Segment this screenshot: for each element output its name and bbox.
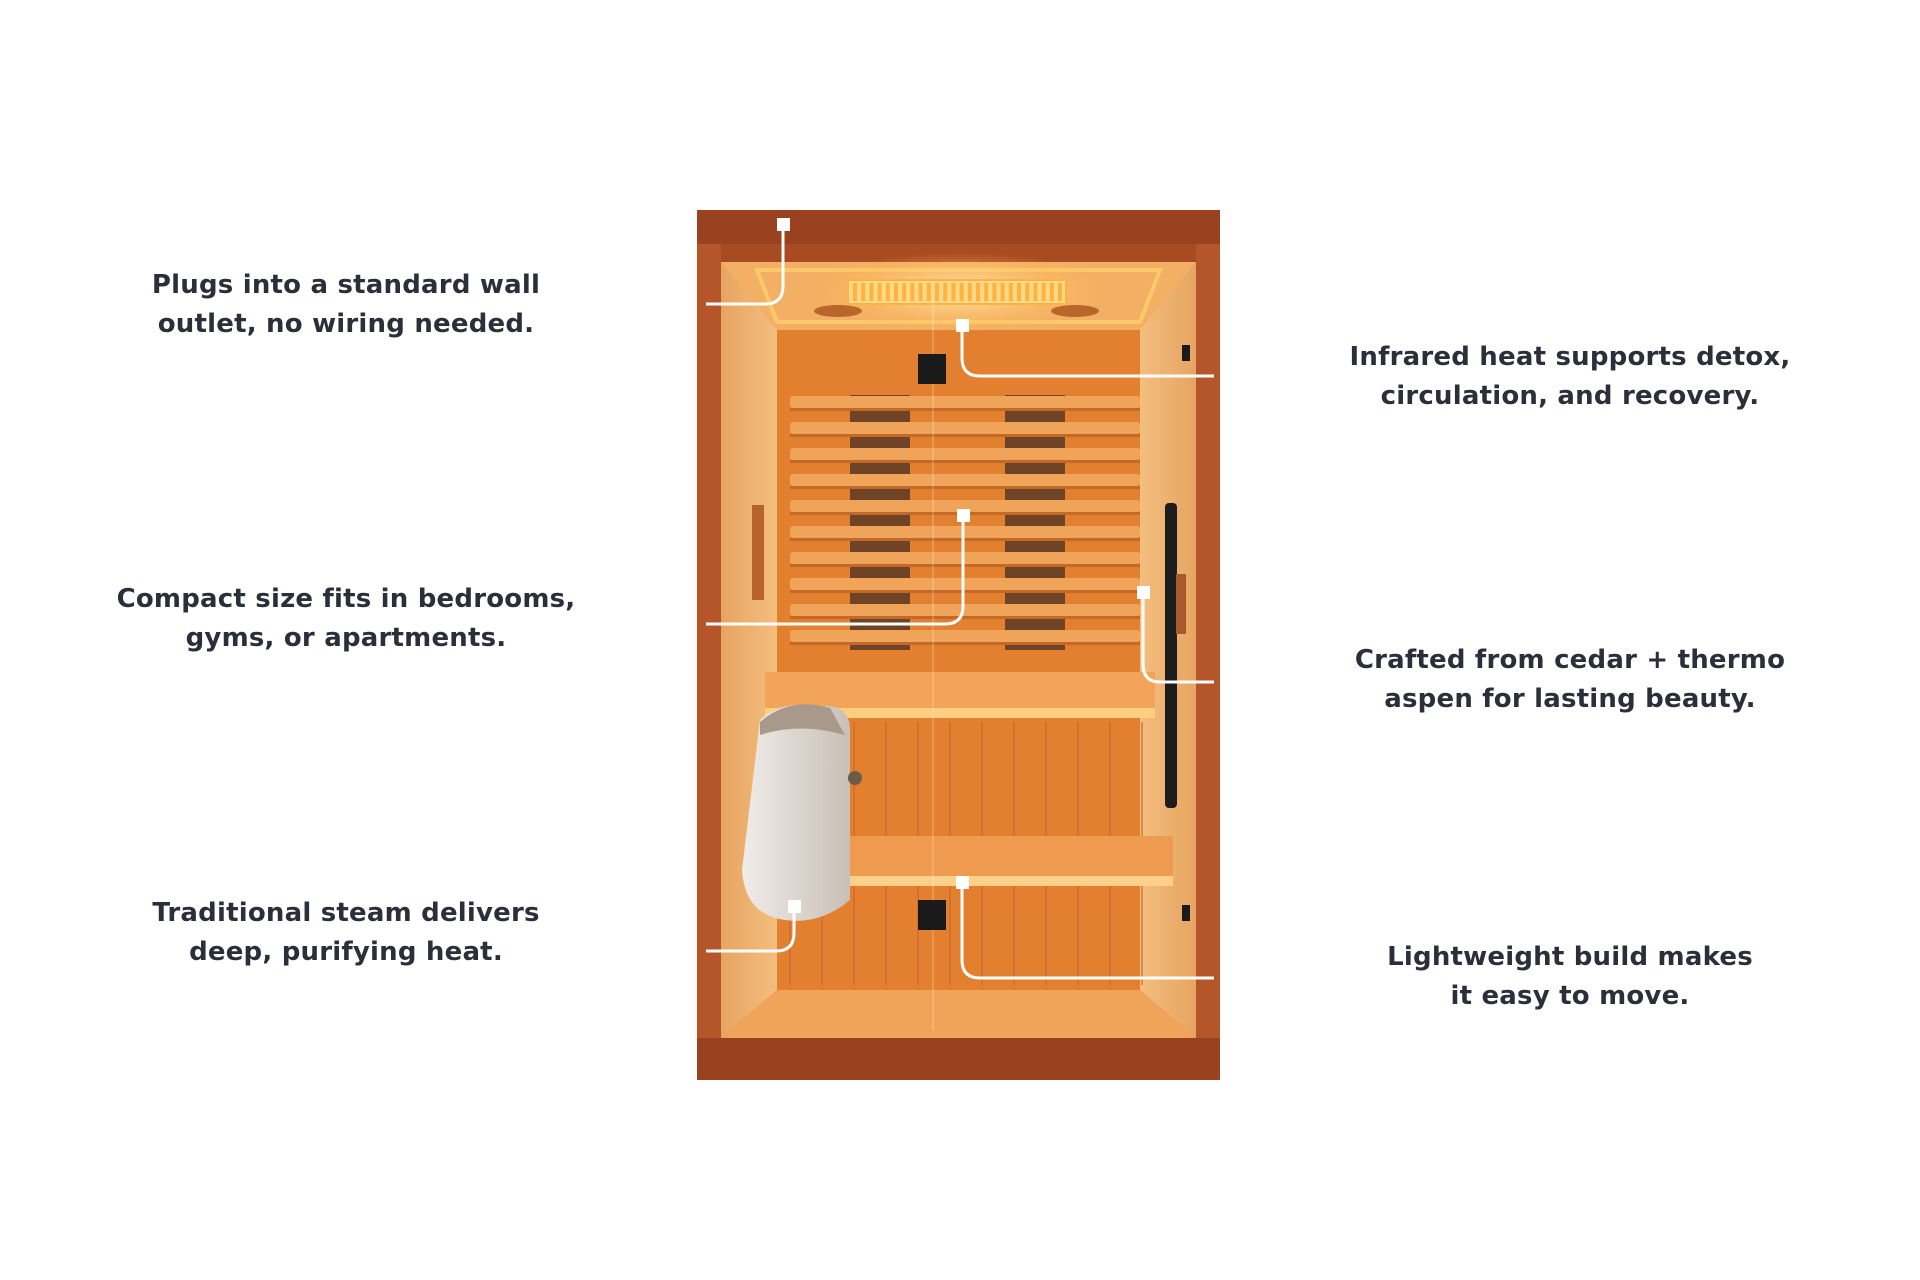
feature-line: outlet, no wiring needed. bbox=[157, 309, 535, 339]
ceiling-slot bbox=[894, 283, 898, 301]
ceiling-slot bbox=[910, 283, 915, 301]
callout-marker-icon bbox=[956, 319, 969, 332]
callout-marker-icon bbox=[957, 509, 970, 522]
ceiling-slot bbox=[959, 283, 964, 301]
ceiling-slot bbox=[984, 283, 989, 301]
ceiling-slot bbox=[1017, 283, 1021, 301]
ceiling-slot bbox=[1033, 283, 1038, 301]
backrest-slat bbox=[790, 604, 1140, 616]
backrest-slat-shadow bbox=[790, 590, 1140, 593]
feature-line: gyms, or apartments. bbox=[185, 623, 507, 653]
backrest-slat bbox=[790, 526, 1140, 538]
feature-line: Crafted from cedar + thermo bbox=[1354, 645, 1786, 675]
callout-markers bbox=[777, 218, 1150, 913]
ceiling-slot bbox=[853, 283, 857, 301]
feature-lightweight: Lightweight build makes it easy to move. bbox=[1310, 938, 1830, 1016]
ceiling-infrared-light bbox=[810, 252, 1110, 332]
feature-line: Lightweight build makes bbox=[1387, 942, 1753, 972]
ceiling-slot bbox=[885, 283, 890, 301]
feature-line: Plugs into a standard wall bbox=[151, 270, 541, 300]
backrest-slat-shadow bbox=[790, 564, 1140, 567]
lower-bench bbox=[848, 836, 1173, 886]
feature-infrared-heat: Infrared heat supports detox, circulatio… bbox=[1310, 338, 1830, 416]
sauna-interior bbox=[721, 262, 1196, 1038]
backrest-slat bbox=[790, 396, 1140, 408]
ceiling-slot bbox=[1025, 283, 1030, 301]
ceiling-slot bbox=[877, 283, 882, 301]
steam-heater bbox=[742, 704, 862, 921]
backrest-slat-shadow bbox=[790, 434, 1140, 437]
backrest-slat-shadow bbox=[790, 408, 1140, 411]
callout-lines bbox=[706, 224, 1214, 980]
callout-marker-icon bbox=[1137, 586, 1150, 599]
callout-marker-icon bbox=[956, 876, 969, 889]
backrest-slat-shadow bbox=[790, 642, 1140, 645]
ceiling-slot bbox=[1041, 283, 1046, 301]
feature-line: deep, purifying heat. bbox=[189, 937, 503, 967]
backrest-slat-shadow bbox=[790, 486, 1140, 489]
ceiling-slot bbox=[1058, 283, 1062, 301]
feature-line: Infrared heat supports detox, bbox=[1349, 342, 1791, 372]
ceiling-slot bbox=[951, 283, 956, 301]
backrest-slat-shadow bbox=[790, 616, 1140, 619]
backrest-slat bbox=[790, 552, 1140, 564]
upper-bench bbox=[765, 672, 1155, 718]
callout-marker-icon bbox=[777, 218, 790, 231]
ceiling-slot bbox=[861, 283, 866, 301]
backrest-slat-shadow bbox=[790, 538, 1140, 541]
ceiling-slot bbox=[1008, 283, 1013, 301]
glass-door bbox=[752, 300, 1190, 1030]
backrest-slat bbox=[790, 474, 1140, 486]
feature-wall-outlet: Plugs into a standard wall outlet, no wi… bbox=[86, 266, 606, 344]
ceiling-slot bbox=[943, 283, 948, 301]
feature-line: circulation, and recovery. bbox=[1380, 381, 1760, 411]
backrest-slat bbox=[790, 500, 1140, 512]
feature-line: Traditional steam delivers bbox=[152, 898, 540, 928]
feature-traditional-steam: Traditional steam delivers deep, purifyi… bbox=[86, 894, 606, 972]
ceiling-slot bbox=[902, 283, 907, 301]
ceiling-slot bbox=[869, 283, 874, 301]
feature-line: Compact size fits in bedrooms, bbox=[116, 584, 576, 614]
backrest-slat-shadow bbox=[790, 460, 1140, 463]
ceiling-slot bbox=[935, 283, 939, 301]
feature-cedar-aspen: Crafted from cedar + thermo aspen for la… bbox=[1310, 641, 1830, 719]
ceiling-slot bbox=[976, 283, 980, 301]
feature-line: aspen for lasting beauty. bbox=[1384, 684, 1756, 714]
ceiling-slot bbox=[918, 283, 923, 301]
ceiling-slot bbox=[1000, 283, 1005, 301]
feature-compact-size: Compact size fits in bedrooms, gyms, or … bbox=[86, 580, 606, 658]
ceiling-slot bbox=[992, 283, 997, 301]
backrest-slat bbox=[790, 448, 1140, 460]
ceiling-slot bbox=[926, 283, 931, 301]
backrest-slat bbox=[790, 578, 1140, 590]
backrest-slat bbox=[790, 422, 1140, 434]
feature-line: it easy to move. bbox=[1450, 981, 1690, 1011]
ceiling-slot bbox=[1049, 283, 1054, 301]
ceiling-slot bbox=[967, 283, 972, 301]
callout-marker-icon bbox=[788, 900, 801, 913]
backrest-slat bbox=[790, 630, 1140, 642]
